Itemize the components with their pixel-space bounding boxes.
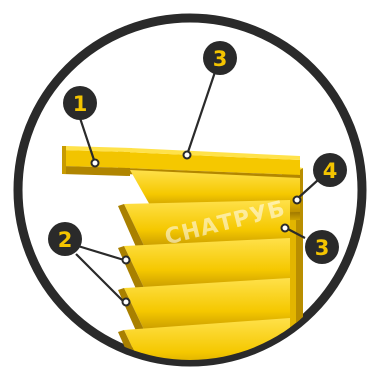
callout-badge-1: 1 — [63, 86, 97, 120]
svg-text:4: 4 — [323, 159, 338, 183]
callout-badge-4: 4 — [313, 153, 347, 187]
callout-badge-2: 2 — [48, 222, 82, 256]
marker-dot — [294, 197, 301, 204]
svg-text:2: 2 — [58, 228, 73, 252]
marker-dot — [123, 299, 130, 306]
marker-dot — [92, 160, 99, 167]
marker-dot — [184, 152, 191, 159]
callout-badge-3-right: 3 — [305, 230, 339, 264]
svg-text:3: 3 — [213, 47, 228, 71]
svg-text:1: 1 — [73, 92, 88, 116]
svg-text:3: 3 — [315, 236, 330, 260]
marker-dot — [123, 257, 130, 264]
marker-dot — [282, 225, 289, 232]
callout-badge-3-top: 3 — [203, 41, 237, 75]
